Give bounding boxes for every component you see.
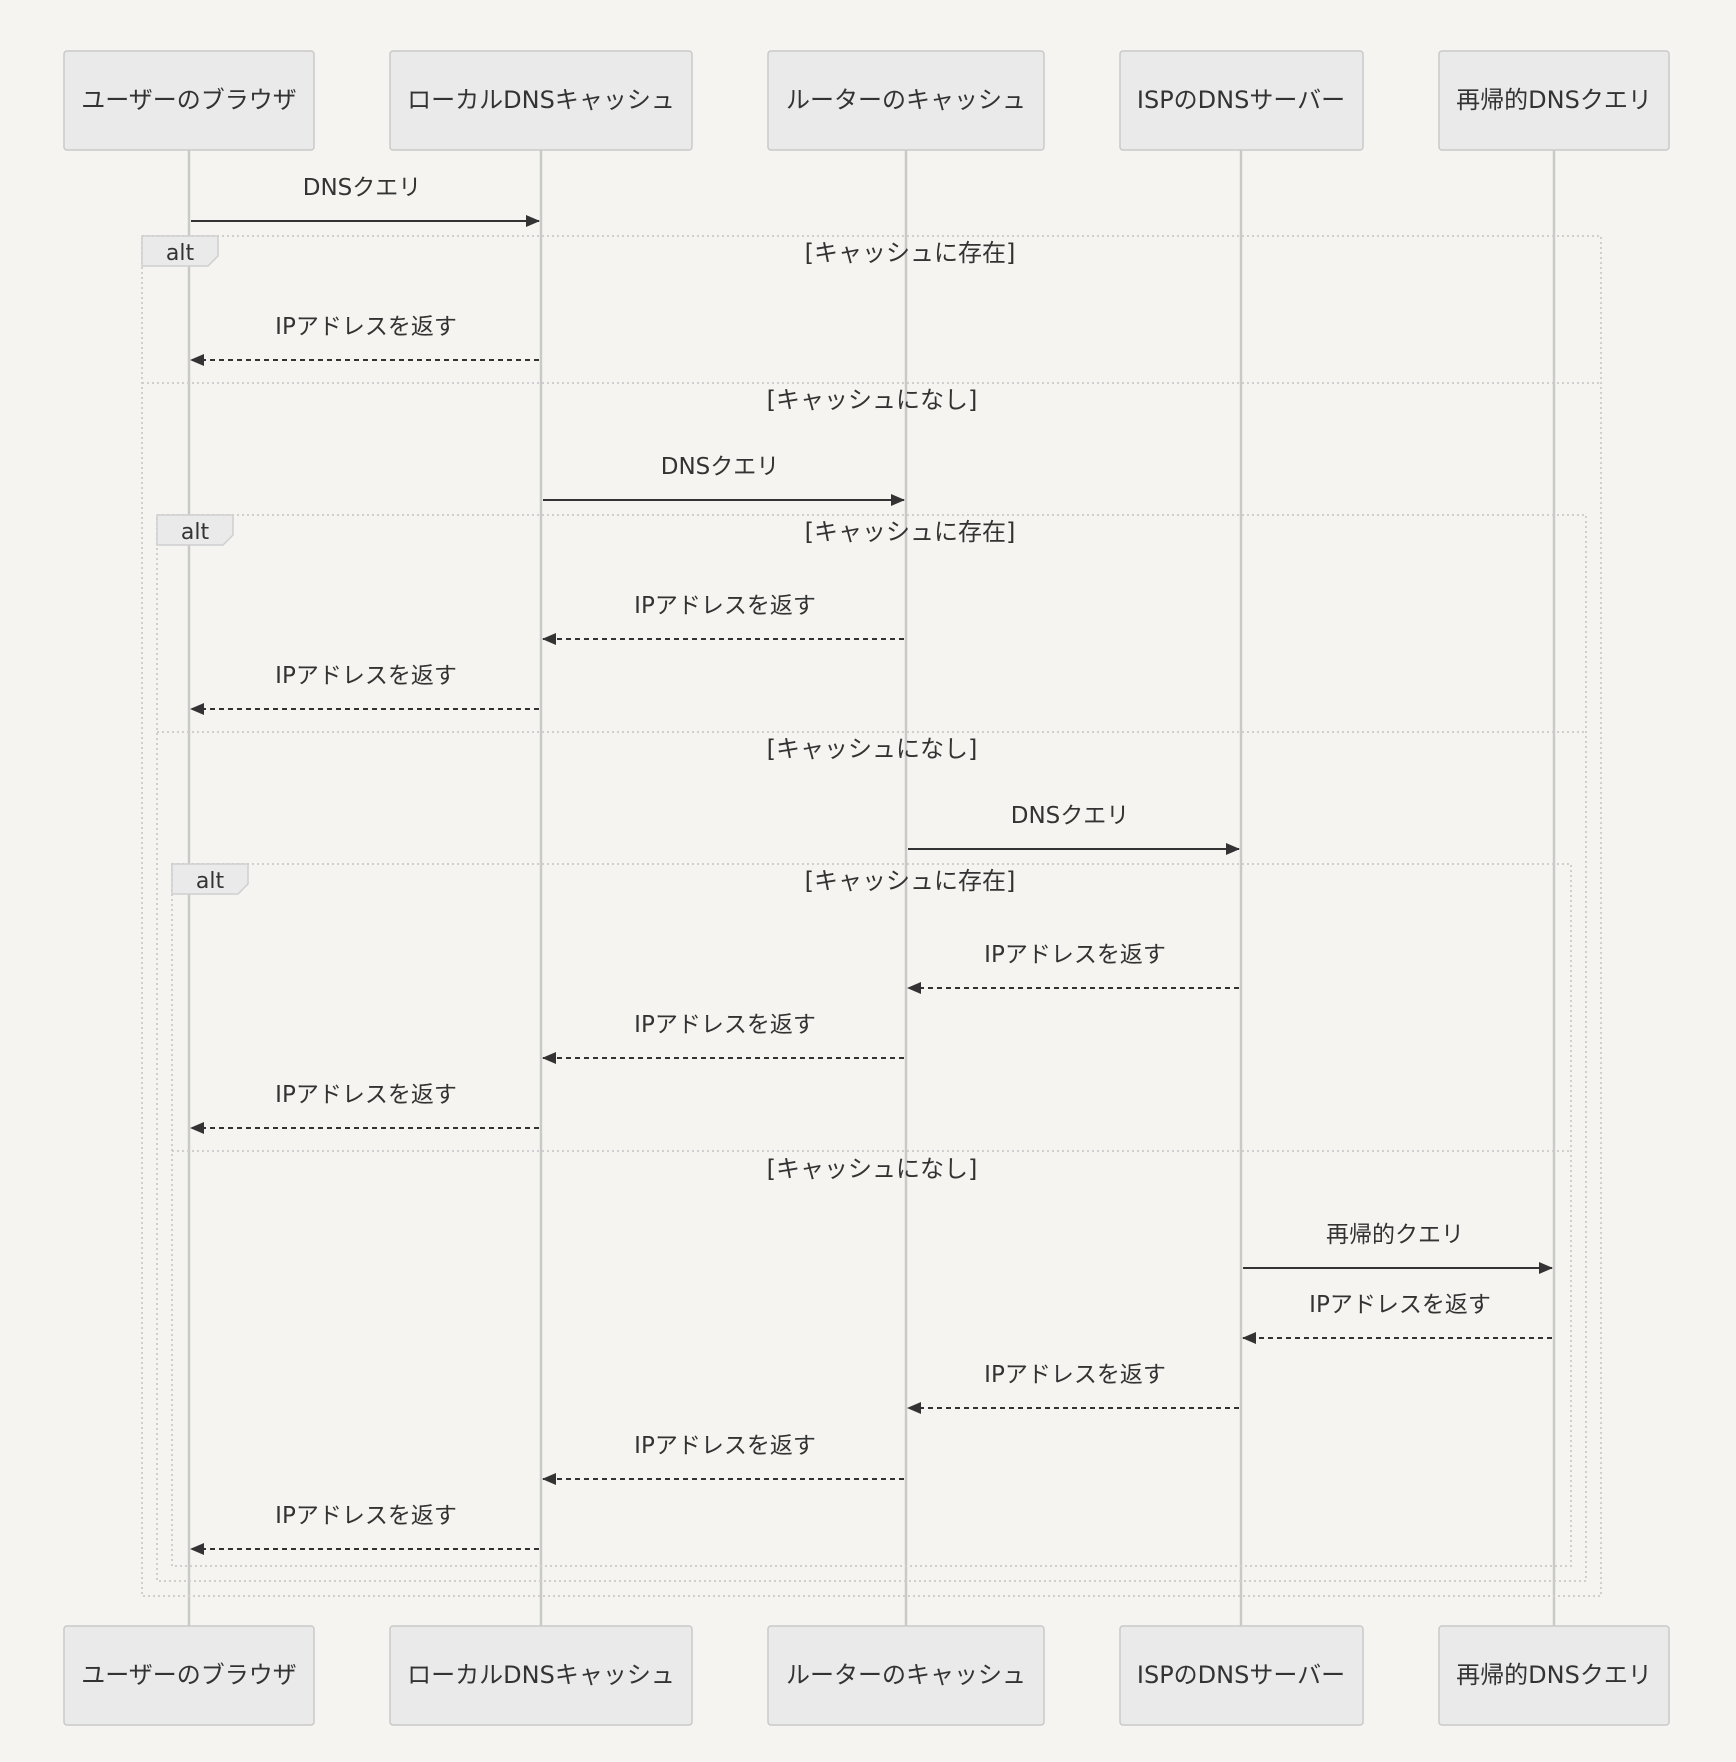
- message-dns-query-2: DNSクエリ: [543, 454, 905, 506]
- fragment-condition: [キャッシュに存在]: [805, 518, 1016, 546]
- participant-label: ユーザーのブラウザ: [81, 1661, 297, 1689]
- participant-label: ISPのDNSサーバー: [1137, 1661, 1345, 1689]
- participant-label: ローカルDNSキャッシュ: [407, 86, 675, 114]
- message-label: IPアドレスを返す: [984, 1362, 1166, 1388]
- message-label: IPアドレスを返す: [634, 593, 816, 619]
- message-recursive-query: 再帰的クエリ: [1243, 1222, 1553, 1274]
- participant-local-bottom[interactable]: ローカルDNSキャッシュ: [389, 1625, 693, 1726]
- message-label: 再帰的クエリ: [1326, 1222, 1464, 1248]
- message-dns-query-1: DNSクエリ: [191, 175, 540, 227]
- message-return-ip-1: IPアドレスを返す: [190, 314, 539, 366]
- fragment-keyword: alt: [196, 869, 225, 894]
- fragment-tab: [171, 863, 249, 895]
- participant-router-bottom[interactable]: ルーターのキャッシュ: [767, 1625, 1045, 1726]
- message-return-ip-5: IPアドレスを返す: [542, 1012, 904, 1064]
- participant-label: 再帰的DNSクエリ: [1456, 1661, 1652, 1689]
- message-label: IPアドレスを返す: [984, 942, 1166, 968]
- participant-isp-bottom[interactable]: ISPのDNSサーバー: [1119, 1625, 1364, 1726]
- message-label: DNSクエリ: [303, 175, 422, 201]
- participants-bottom: ユーザーのブラウザ ローカルDNSキャッシュ ルーターのキャッシュ ISPのDN…: [63, 1625, 1670, 1726]
- message-label: IPアドレスを返す: [634, 1012, 816, 1038]
- lifelines: [187, 150, 1556, 1628]
- fragment-condition: [キャッシュになし]: [767, 735, 978, 763]
- message-label: DNSクエリ: [1011, 803, 1130, 829]
- participants-top: ユーザーのブラウザ ローカルDNSキャッシュ ルーターのキャッシュ ISPのDN…: [63, 50, 1670, 151]
- message-return-ip-2: IPアドレスを返す: [542, 593, 904, 645]
- participant-recursive-bottom[interactable]: 再帰的DNSクエリ: [1438, 1625, 1670, 1726]
- participant-browser-bottom[interactable]: ユーザーのブラウザ: [63, 1625, 315, 1726]
- message-dns-query-3: DNSクエリ: [908, 803, 1240, 855]
- participant-local[interactable]: ローカルDNSキャッシュ: [389, 50, 693, 151]
- messages: DNSクエリ IPアドレスを返す DNSクエリ IPアドレスを返す IPアドレス…: [190, 175, 1553, 1555]
- message-return-ip-9: IPアドレスを返す: [542, 1433, 904, 1485]
- message-return-ip-7: IPアドレスを返す: [1242, 1292, 1552, 1344]
- alt-fragment-middle: alt [キャッシュに存在] [キャッシュになし]: [156, 514, 1587, 1582]
- message-label: IPアドレスを返す: [275, 314, 457, 340]
- message-return-ip-4: IPアドレスを返す: [907, 942, 1239, 994]
- participant-label: ローカルDNSキャッシュ: [407, 1661, 675, 1689]
- participant-recursive[interactable]: 再帰的DNSクエリ: [1438, 50, 1670, 151]
- participant-label: ユーザーのブラウザ: [81, 86, 297, 114]
- message-return-ip-10: IPアドレスを返す: [190, 1503, 539, 1555]
- fragment-condition: [キャッシュになし]: [767, 1155, 978, 1183]
- fragment-condition: [キャッシュに存在]: [805, 867, 1016, 895]
- fragment-keyword: alt: [166, 241, 195, 266]
- participant-label: 再帰的DNSクエリ: [1456, 86, 1652, 114]
- message-label: IPアドレスを返す: [634, 1433, 816, 1459]
- participant-router[interactable]: ルーターのキャッシュ: [767, 50, 1045, 151]
- message-label: IPアドレスを返す: [275, 1082, 457, 1108]
- alt-fragment-outer: alt [キャッシュに存在] [キャッシュになし]: [141, 235, 1602, 1597]
- message-label: IPアドレスを返す: [275, 1503, 457, 1529]
- participant-isp[interactable]: ISPのDNSサーバー: [1119, 50, 1364, 151]
- message-label: IPアドレスを返す: [275, 663, 457, 689]
- fragment-frame: [171, 863, 1572, 1567]
- alt-fragment-inner: alt [キャッシュに存在] [キャッシュになし]: [171, 863, 1572, 1567]
- fragment-keyword: alt: [181, 520, 210, 545]
- fragment-tab: [156, 514, 234, 546]
- participant-browser[interactable]: ユーザーのブラウザ: [63, 50, 315, 151]
- fragment-condition: [キャッシュになし]: [767, 386, 978, 414]
- participant-label: ISPのDNSサーバー: [1137, 86, 1345, 114]
- message-label: DNSクエリ: [661, 454, 780, 480]
- participant-label: ルーターのキャッシュ: [786, 86, 1026, 114]
- message-return-ip-3: IPアドレスを返す: [190, 663, 539, 715]
- message-return-ip-6: IPアドレスを返す: [190, 1082, 539, 1134]
- fragment-tab: [141, 235, 219, 267]
- message-label: IPアドレスを返す: [1309, 1292, 1491, 1318]
- fragment-condition: [キャッシュに存在]: [805, 239, 1016, 267]
- fragment-frame: [156, 514, 1587, 1582]
- participant-label: ルーターのキャッシュ: [786, 1661, 1026, 1689]
- message-return-ip-8: IPアドレスを返す: [907, 1362, 1239, 1414]
- fragment-frame: [141, 235, 1602, 1597]
